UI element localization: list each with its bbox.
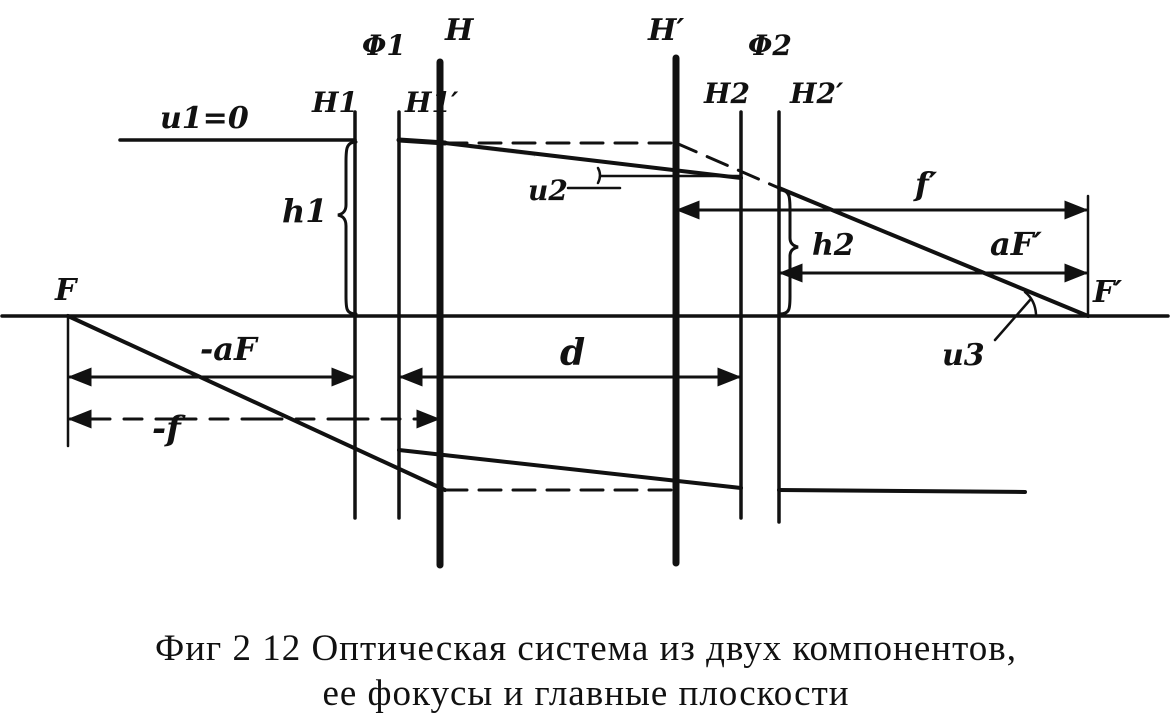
label-h1: h1	[282, 192, 328, 230]
ray-lower-arrow-in	[249, 399, 306, 426]
label-u3: u3	[942, 338, 985, 373]
ray-upper-segment-1	[396, 137, 448, 146]
label-Phi2: Φ2	[748, 29, 792, 62]
label-H-prime: H′	[647, 13, 684, 48]
label-h2: h2	[812, 228, 855, 263]
label-H2: H2	[703, 77, 750, 110]
label-H1-prime: H1′	[404, 86, 459, 119]
label-d: d	[560, 332, 585, 374]
label-F-prime: F′	[1092, 275, 1122, 310]
ray-upper-dashed-ext	[674, 141, 781, 190]
label-minus-aF: -aF	[200, 330, 259, 368]
label-u2: u2	[528, 174, 568, 207]
ray-upper-segment-2	[443, 141, 743, 180]
caption-line-1: Фиг 2 12 Оптическая система из двух комп…	[155, 628, 1017, 669]
leader-u3	[993, 298, 1032, 342]
label-H: H	[444, 13, 475, 48]
caption-line-2: ее фокусы и главные плоскости	[322, 673, 849, 714]
label-u1-eq: u1=0	[160, 101, 249, 136]
label-aF-prime: aF′	[990, 225, 1042, 263]
label-minus-f: -f	[152, 409, 186, 449]
angle-arc-u3	[1023, 290, 1038, 316]
label-F: F	[54, 273, 79, 308]
brace-h2	[778, 188, 799, 316]
label-H1: H1	[311, 86, 358, 119]
ray-upper-arrow-out	[879, 229, 931, 251]
ray-upper-arrow-mid	[469, 147, 536, 157]
label-H2-prime: H2′	[789, 77, 844, 110]
brace-h1	[337, 140, 358, 316]
label-Phi1: Φ1	[362, 29, 406, 62]
ray-lower-arrow-mid	[499, 460, 561, 469]
label-f-prime: f′	[913, 165, 938, 203]
ray-lower-segment	[397, 448, 743, 490]
ray-lower-outgoing	[777, 488, 1027, 494]
